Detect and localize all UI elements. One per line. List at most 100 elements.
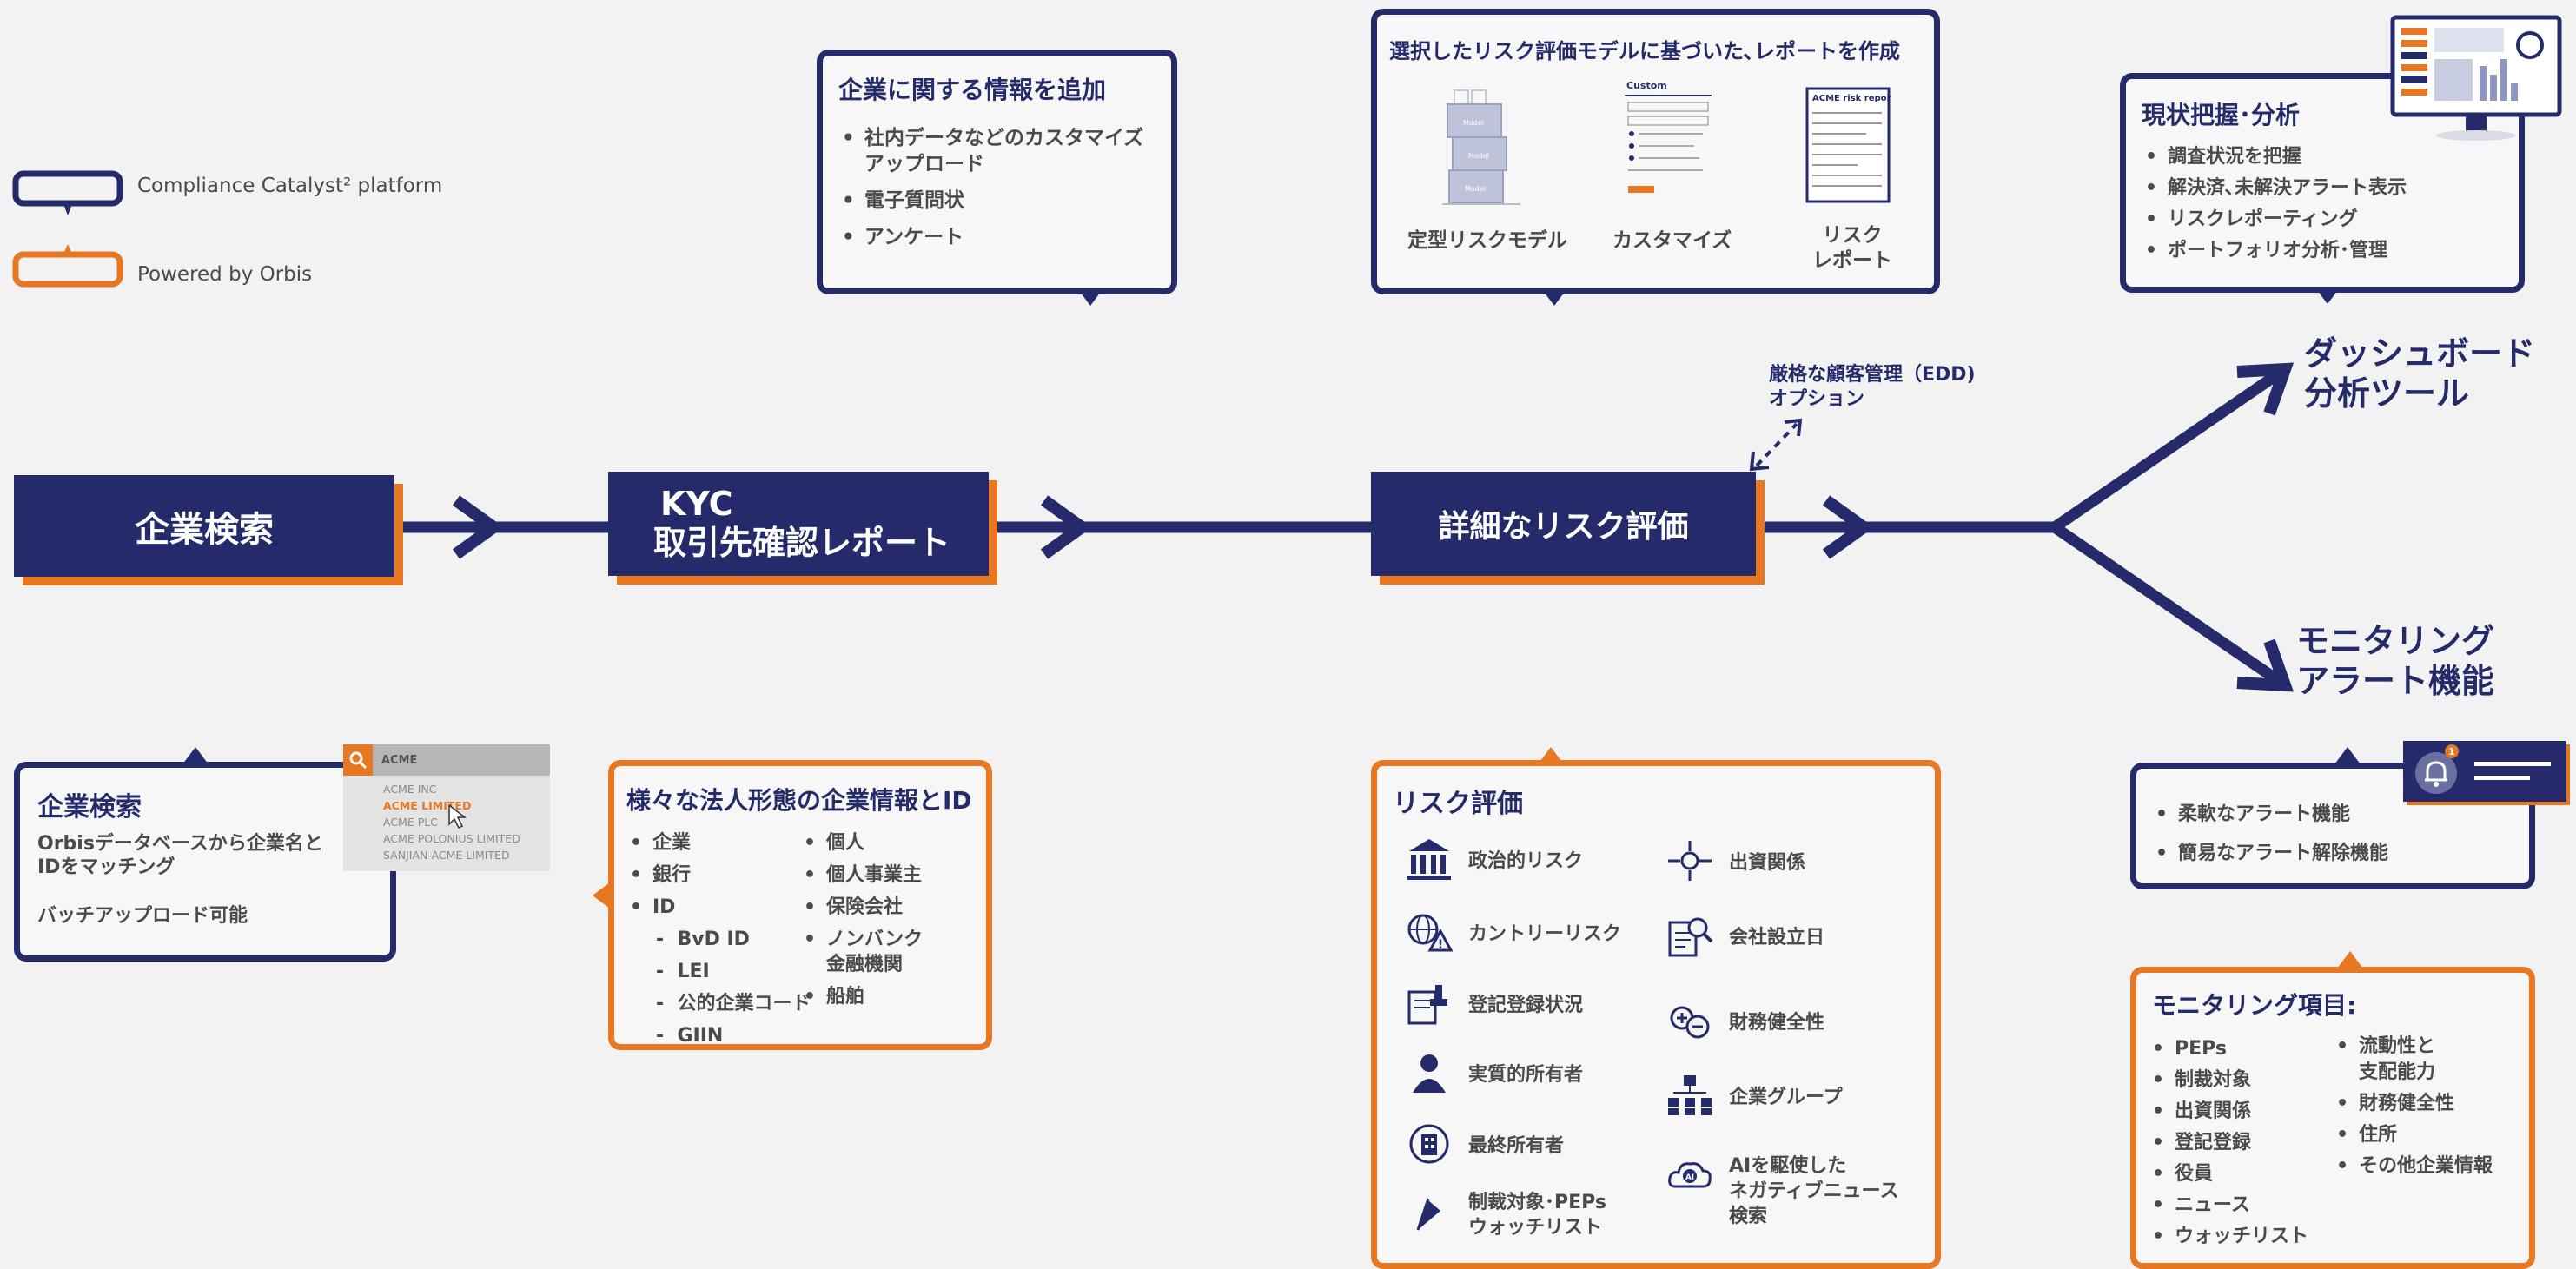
company-search-desc-line2: IDをマッチング bbox=[37, 856, 175, 878]
entities-pointer bbox=[593, 882, 610, 909]
monitoring-item: その他企業情報 bbox=[2336, 1153, 2493, 1180]
add-info-pointer bbox=[1077, 288, 1103, 306]
box-label-2: Model bbox=[1468, 152, 1489, 160]
id-item: - GIIN bbox=[656, 1025, 724, 1047]
search-result-item[interactable]: ACME PLC bbox=[383, 816, 438, 829]
entities-callout: 様々な法人形態の企業情報とID 企業 銀行 ID - BvD ID - LEI … bbox=[608, 760, 992, 1050]
stage-kyc-line2: 取引先確認レポート bbox=[653, 524, 951, 562]
risk-item-label: 登記登録状況 bbox=[1468, 995, 1584, 1016]
monitoring-item-subtext: 支配能力 bbox=[2359, 1061, 2436, 1083]
monitoring-item-text: その他企業情報 bbox=[2359, 1155, 2493, 1177]
stamp-document-icon bbox=[1406, 980, 1453, 1027]
add-info-item-text: 社内データなどのカスタマイズアップロード bbox=[864, 127, 1144, 175]
stage-company-search-label: 企業検索 bbox=[135, 509, 274, 550]
risk-item-label: 制裁対象･PEPs bbox=[1468, 1192, 1606, 1213]
id-item: - BvD ID bbox=[656, 929, 750, 950]
monitoring-items-pointer bbox=[2337, 951, 2363, 968]
search-result-item[interactable]: SANJIAN-ACME LIMITED bbox=[383, 849, 510, 862]
monitoring-item-text: 制裁対象 bbox=[2175, 1069, 2252, 1091]
stage-kyc: KYC 取引先確認レポート bbox=[608, 472, 989, 576]
dashboard-monitor-icon bbox=[2390, 15, 2562, 141]
search-result-item[interactable]: ACME INC bbox=[383, 783, 437, 796]
monitoring-item: 役員 bbox=[2152, 1159, 2308, 1190]
monitoring-item: ウォッチリスト bbox=[2152, 1221, 2308, 1252]
monitoring-items-title: モニタリング項目: bbox=[2152, 991, 2357, 1020]
add-info-callout: 企業に関する情報を追加 社内データなどのカスタマイズアップロード 電子質問状 ア… bbox=[817, 50, 1177, 294]
add-info-item: アンケート bbox=[842, 224, 1171, 250]
entity-item-text: 船舶 bbox=[826, 986, 865, 1008]
building-circle-icon bbox=[1406, 1120, 1453, 1167]
search-widget-query[interactable]: ACME bbox=[381, 753, 418, 767]
risk-item-label: 政治的リスク bbox=[1468, 850, 1584, 872]
box-label-3: Model bbox=[1465, 185, 1486, 193]
entity-item-text: ノンバンク bbox=[826, 929, 924, 950]
calendar-search-icon bbox=[1666, 912, 1713, 959]
risk-eval-title: リスク評価 bbox=[1393, 789, 1523, 819]
monitoring-item: PEPs bbox=[2152, 1034, 2308, 1065]
add-info-item-text: アンケート bbox=[864, 226, 964, 248]
risk-item-sublabel: ネガティブニュース bbox=[1729, 1180, 1899, 1202]
company-search-desc-line1: Orbisデータベースから企業名と bbox=[37, 833, 323, 855]
report-col-report-line2: レポート bbox=[1812, 249, 1892, 272]
legend-orbis-label: Powered by Orbis bbox=[137, 263, 313, 286]
entity-item: 企業 bbox=[630, 827, 811, 859]
alert-feature-text: 簡易なアラート解除機能 bbox=[2178, 843, 2389, 864]
entity-item-subtext: 金融機関 bbox=[826, 954, 904, 975]
flag-icon bbox=[1406, 1190, 1453, 1237]
report-col-report-line1: リスク bbox=[1822, 224, 1883, 247]
add-info-item-text: 電子質問状 bbox=[864, 189, 964, 212]
monitoring-item-text: ニュース bbox=[2175, 1194, 2250, 1216]
id-item-text: 公的企業コード bbox=[677, 993, 811, 1015]
risk-item-label: AIを駆使した bbox=[1729, 1155, 1847, 1177]
risk-item-sublabel: 検索 bbox=[1729, 1206, 1768, 1227]
stage-dashboard-line1: ダッシュボード bbox=[2304, 334, 2536, 373]
risk-item-registration: 登記登録状況 bbox=[1406, 980, 1583, 1027]
entity-item: 個人 bbox=[804, 827, 923, 859]
company-search-callout: 企業検索 Orbisデータベースから企業名と IDをマッチング バッチアップロー… bbox=[14, 762, 396, 962]
risk-item-label: カントリーリスク bbox=[1468, 923, 1622, 945]
svg-text:!: ! bbox=[1438, 938, 1443, 952]
stage-monitoring-line1: モニタリング bbox=[2296, 622, 2495, 660]
risk-item-ai-news: AI AIを駆使した ネガティブニュース 検索 bbox=[1666, 1153, 1899, 1229]
risk-item-incorporation-date: 会社設立日 bbox=[1666, 912, 1824, 959]
status-item: ポートフォリオ分析･管理 bbox=[2145, 235, 2519, 267]
entity-item-text: 企業 bbox=[652, 832, 692, 854]
monitoring-item-text: 住所 bbox=[2359, 1124, 2398, 1146]
entity-item-text: 銀行 bbox=[652, 864, 692, 886]
stage-company-search: 企業検索 bbox=[14, 475, 394, 577]
monitoring-item-text: 流動性と bbox=[2359, 1035, 2436, 1057]
search-widget-header: ACME bbox=[343, 744, 550, 776]
search-widget[interactable]: ACME ACME INC ACME LIMITED ACME PLC ACME… bbox=[343, 744, 550, 871]
plus-minus-icon bbox=[1666, 997, 1713, 1044]
bell-icon bbox=[2415, 752, 2457, 794]
risk-item-label: 最終所有者 bbox=[1468, 1135, 1565, 1157]
risk-item-sublabel: ウォッチリスト bbox=[1468, 1217, 1603, 1239]
risk-item-sanctions: 制裁対象･PEPs ウォッチリスト bbox=[1406, 1190, 1606, 1240]
search-icon[interactable] bbox=[343, 744, 373, 776]
id-item: - 公的企業コード bbox=[656, 993, 811, 1015]
id-item-text: BvD ID bbox=[677, 929, 750, 950]
add-info-item: 電子質問状 bbox=[842, 188, 1171, 214]
report-col-report: リスク レポート bbox=[1812, 223, 1892, 274]
acme-report-label: ACME risk report bbox=[1812, 94, 1891, 103]
globe-warning-icon: ! bbox=[1406, 909, 1453, 955]
monitoring-item-text: 登記登録 bbox=[2175, 1132, 2252, 1153]
custom-label: Custom bbox=[1626, 80, 1667, 91]
stage-dashboard: ダッシュボード 分析ツール bbox=[2304, 334, 2535, 413]
status-pointer bbox=[2314, 287, 2341, 304]
search-result-item[interactable]: ACME LIMITED bbox=[383, 799, 472, 812]
stage-dashboard-line2: 分析ツール bbox=[2304, 374, 2470, 413]
risk-item-ultimate-owner: 最終所有者 bbox=[1406, 1120, 1564, 1167]
company-search-pointer bbox=[182, 747, 209, 764]
stage-monitoring: モニタリング アラート機能 bbox=[2296, 621, 2494, 701]
status-item-text: 調査状況を把握 bbox=[2168, 146, 2302, 168]
report-pointer bbox=[1541, 288, 1567, 306]
search-result-item[interactable]: ACME POLONIUS LIMITED bbox=[383, 832, 520, 845]
customize-form-icon: Custom bbox=[1625, 80, 1712, 193]
risk-item-country: ! カントリーリスク bbox=[1406, 909, 1621, 955]
risk-item-shareholding: 出資関係 bbox=[1666, 837, 1805, 884]
alert-features-callout: 柔軟なアラート機能 簡易なアラート解除機能 bbox=[2130, 763, 2535, 889]
risk-eval-pointer bbox=[1538, 747, 1564, 764]
id-item-text: LEI bbox=[677, 961, 710, 982]
batch-upload-text: バッチアップロード可能 bbox=[37, 905, 248, 927]
